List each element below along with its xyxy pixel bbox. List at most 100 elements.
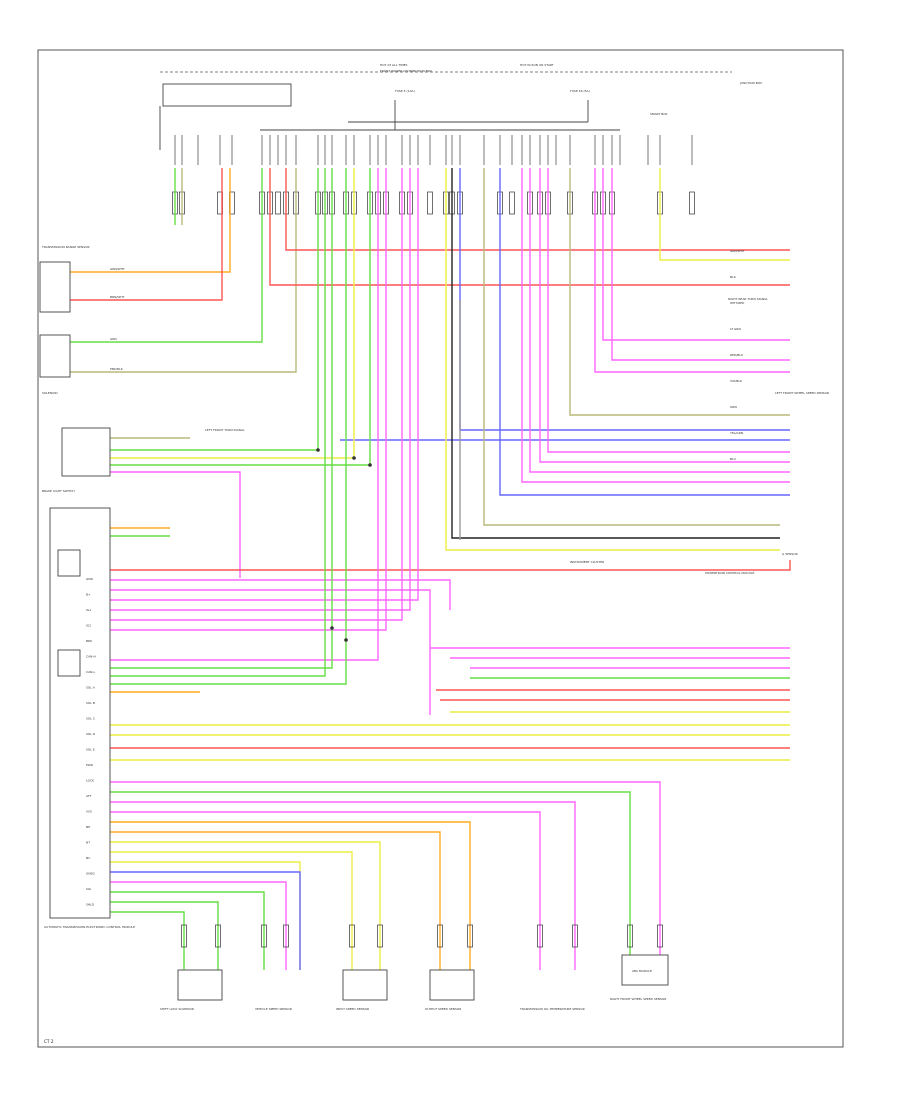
wire-green-27	[110, 168, 371, 466]
wire-black-21	[451, 168, 780, 539]
wire-yellow-22	[445, 168, 780, 551]
wire-pink-10	[611, 168, 790, 361]
label-hot-at-all-times: HOT AT ALL TIMES	[380, 63, 408, 67]
label-left-front-wheel: LEFT FRONT WHEEL SPEED SENSOR	[775, 391, 829, 395]
wire-pink-54	[110, 781, 661, 955]
label-fuse-b: FUSE 46 (5A)	[570, 89, 590, 93]
wire-orange-0	[70, 168, 231, 273]
wire-code-label: GRN/WHT	[730, 249, 745, 253]
module-internal-block-2	[57, 649, 81, 677]
wire-connector	[437, 924, 443, 948]
module-pin-label: GND2	[86, 872, 95, 876]
shift-lock-solenoid	[177, 969, 223, 1001]
module-pin-label: SOL E	[86, 748, 95, 752]
wire-pink-57	[110, 811, 541, 970]
module-pin-label: IG2	[86, 624, 91, 628]
input-speed-sensor	[342, 969, 388, 1001]
data-link-connector	[61, 427, 111, 477]
wire-green-40	[110, 168, 326, 677]
wire-pink-38	[110, 168, 379, 661]
label-pcm: POWERTRAIN CONTROL MODULE	[705, 571, 755, 575]
splice-point	[352, 456, 356, 460]
wire-pink-15	[547, 168, 790, 453]
label-g-sensor: G SENSOR	[782, 552, 798, 556]
label-trans-range: TRANSMISSION RANGE SENSOR	[41, 245, 90, 249]
wire-orange-59	[110, 831, 441, 970]
label-hot-in-run: HOT IN RUN OR START	[520, 63, 554, 67]
wire-pink-16	[539, 168, 790, 463]
label-input-speed: INPUT SPEED SENSOR	[336, 1007, 369, 1011]
wire-connector	[689, 191, 695, 215]
module-pin-label: LOCK	[86, 779, 95, 783]
trans-range-switch	[39, 261, 71, 313]
wire-red-31	[110, 560, 791, 571]
wire-connector	[275, 191, 281, 215]
wire-code-label: YEL/GRN	[730, 431, 743, 435]
module-pin-label: B+	[86, 593, 91, 597]
wire-connector	[377, 924, 383, 948]
module-pin-label: NE	[86, 825, 90, 829]
wire-pink-64	[110, 881, 287, 970]
wire-code-label: RED/BLK	[730, 353, 744, 357]
label-abs-module: ABS MODULE	[632, 969, 652, 973]
wire-connector	[572, 924, 578, 948]
output-speed-sensor	[429, 969, 475, 1001]
footer-code: CT 2	[44, 1039, 54, 1044]
label-power-feed: FRONT POWER DISTRIBUTION BOX	[380, 69, 432, 73]
label-oil-temp: TRANSMISSION OIL TEMPERATURE SENSOR	[519, 1007, 585, 1011]
wire-red-1	[70, 168, 223, 301]
splice-point	[368, 463, 372, 467]
splice-point	[316, 448, 320, 452]
wire-pink-11	[594, 168, 790, 373]
wire-pink-17	[529, 168, 790, 473]
wire-code-label: BRN/WHT	[110, 295, 125, 299]
wire-blue-63	[110, 871, 301, 970]
label-output-speed: OUTPUT SPEED SENSOR	[425, 1007, 461, 1011]
wire-green-41	[110, 168, 347, 685]
wire-connector	[349, 924, 355, 948]
wire-group: GRN/WHTBRN/WHTGRNPNK/BLKGRN/WHTBLKWHT/RE…	[70, 135, 791, 970]
wire-connector	[627, 924, 633, 948]
wire-code-label: GRN	[110, 337, 117, 341]
wire-yellow-7	[659, 168, 790, 261]
wire-code-label: ORN	[730, 405, 737, 409]
module-pin-label: ATF	[86, 794, 92, 798]
module-pin-label: SOL A	[86, 686, 96, 690]
wire-code-label: VIO/BLK	[730, 379, 743, 383]
wire-pink-28	[110, 471, 241, 578]
wire-pink-35	[110, 168, 411, 611]
wire-pink-9	[602, 168, 790, 341]
module-pin-label: VSS	[86, 810, 92, 814]
module-pin-label: SOL B	[86, 701, 95, 705]
splice-point	[344, 638, 348, 642]
wire-connector	[657, 924, 663, 948]
wire-pink-37	[110, 168, 387, 631]
wire-code-label: BLK	[730, 275, 737, 279]
label-fuse-a: FUSE 5 (10A)	[395, 89, 415, 93]
module-pin-label: NT	[86, 841, 90, 845]
wire-green-25	[110, 168, 319, 451]
label-right-rear-turn: RIGHT REAR TURN SIGNAL	[728, 297, 768, 301]
module-pin-label: NC	[86, 856, 90, 860]
wire-green-39	[110, 168, 333, 669]
module-pin-label: CAN-H	[86, 655, 96, 659]
wire-green-2	[70, 168, 263, 343]
label-auto-trans-ecm: AUTOMATIC TRANSMISSION ELECTRONIC CONTRO…	[44, 925, 135, 929]
wire-green-67	[110, 911, 185, 970]
label-brake-switch: BRAKE LIGHT SWITCH	[42, 489, 75, 493]
wire-code-label: BLU	[730, 457, 736, 461]
wire-yellow-61	[110, 851, 353, 970]
wire-orange-58	[110, 821, 471, 970]
wire-green-65	[110, 891, 265, 970]
wire-pink-56	[110, 801, 576, 970]
wire-connector	[427, 191, 433, 215]
wire-connector	[215, 924, 221, 948]
module-pin-label: SHLD	[86, 903, 95, 907]
module-pin-label: PWR	[86, 763, 93, 767]
power-distribution-box	[162, 83, 292, 107]
wire-olive-12	[569, 168, 790, 416]
wire-pink-36	[110, 168, 403, 621]
label-left-front-turn: LEFT FRONT TURN SIGNAL	[205, 428, 245, 432]
